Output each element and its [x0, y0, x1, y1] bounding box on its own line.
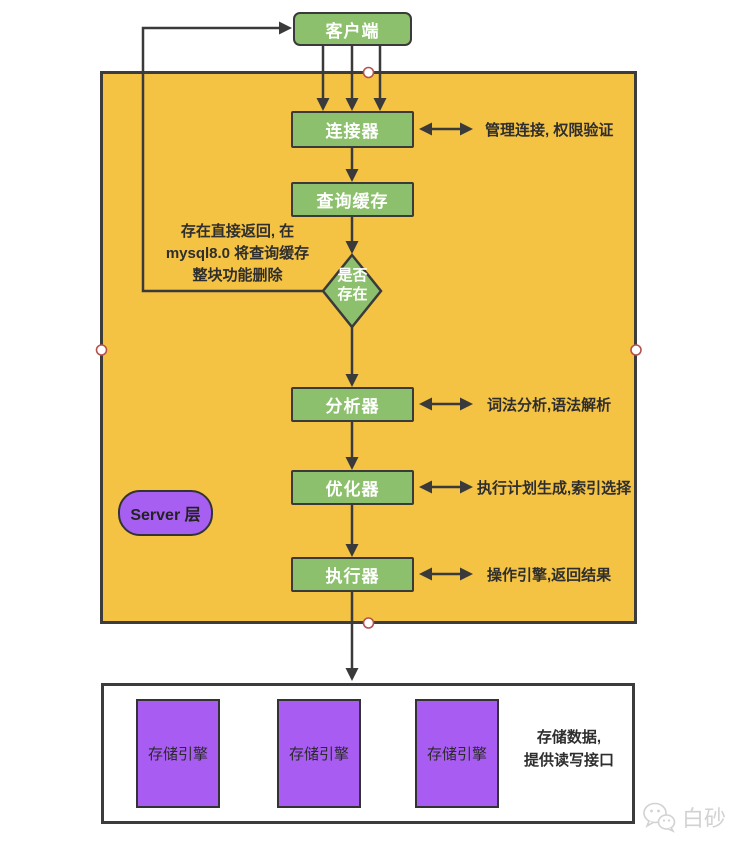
annotation-storage: 存储数据, 提供读写接口: [523, 729, 614, 769]
arrowheads: [279, 21, 473, 681]
annotation-analyzer: 词法分析,语法解析: [487, 397, 612, 414]
decision-diamond-label: 是否 存在: [337, 267, 368, 303]
node-analyzer-label: 分析器: [325, 397, 380, 416]
node-storage-engine-2: 存储引擎: [277, 699, 361, 808]
annotation-executor: 操作引擎,返回结果: [487, 567, 612, 584]
connection-points: [95, 66, 642, 629]
annotation-query-cache-note: 存在直接返回, 在 mysql8.0 将查询缓存 整块功能删除: [165, 223, 310, 284]
annotation-connector: 管理连接, 权限验证: [485, 122, 614, 139]
node-query-cache-label: 查询缓存: [316, 192, 389, 211]
node-optimizer: 优化器: [291, 470, 414, 505]
watermark-text: 白砂: [682, 806, 727, 831]
watermark: 白砂: [642, 798, 734, 836]
node-executor-label: 执行器: [325, 567, 380, 586]
node-storage-engine-3: 存储引擎: [415, 699, 499, 808]
node-client-label: 客户端: [325, 21, 380, 41]
decision-diamond: [321, 253, 383, 329]
node-connector: 连接器: [291, 111, 414, 148]
node-storage-engine-3-label: 存储引擎: [426, 746, 487, 763]
annotation-optimizer: 执行计划生成,索引选择: [477, 480, 632, 497]
server-layer-pill: Server 层: [118, 490, 213, 536]
node-storage-engine-1-label: 存储引擎: [147, 746, 208, 763]
node-storage-engine-1: 存储引擎: [136, 699, 220, 808]
wechat-icon: [643, 802, 676, 833]
node-client: 客户端: [293, 12, 412, 46]
server-layer-pill-label: Server 层: [130, 507, 201, 524]
node-storage-engine-2-label: 存储引擎: [288, 746, 349, 763]
node-query-cache: 查询缓存: [291, 182, 414, 217]
node-executor: 执行器: [291, 557, 414, 592]
node-analyzer: 分析器: [291, 387, 414, 422]
node-connector-label: 连接器: [325, 122, 380, 141]
node-optimizer-label: 优化器: [325, 480, 380, 499]
